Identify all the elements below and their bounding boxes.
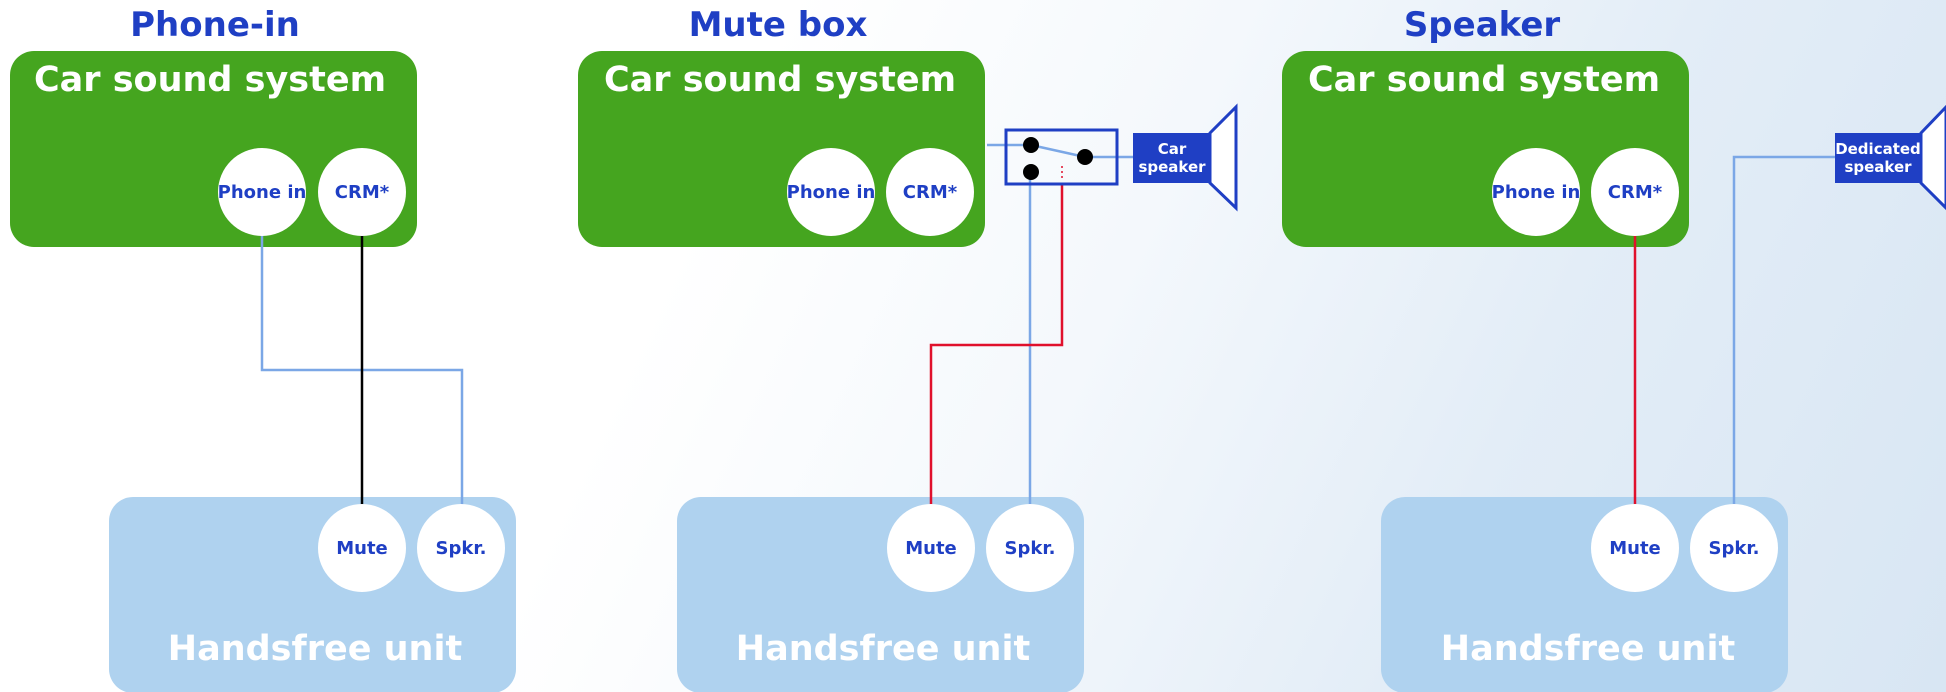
car-sound-system-box [10, 51, 417, 247]
car-sound-system-label: Car sound system [34, 60, 386, 100]
speaker-wire [1732, 155, 1835, 505]
speaker-label-line: Car [1158, 140, 1187, 158]
panel-title: Phone-in [130, 5, 300, 45]
car-sound-system-box [578, 51, 985, 247]
phone-in-port-label: Phone in [787, 182, 876, 203]
crm-port-label: CRM* [335, 182, 390, 203]
speaker-label-line: speaker [1138, 158, 1206, 176]
panel-phone-in: Phone-in Car sound system Handsfree unit… [10, 5, 516, 692]
phone-in-port-label: Phone in [1492, 182, 1581, 203]
mute-port-label: Mute [1609, 538, 1661, 559]
panel-speaker: Speaker Car sound system Handsfree unit … [1282, 5, 1946, 692]
speaker-label-line: speaker [1844, 158, 1912, 176]
speaker-icon: Dedicated speaker [1835, 104, 1946, 211]
speaker-icon: Car speaker [1133, 103, 1238, 212]
crm-port [886, 148, 974, 236]
crm-port-label: CRM* [1608, 182, 1663, 203]
spkr-port [986, 504, 1074, 592]
crm-port-label: CRM* [903, 182, 958, 203]
spkr-port [1690, 504, 1778, 592]
mute-port-label: Mute [905, 538, 957, 559]
panel-mute-box: Mute box Car sound system Handsfree unit… [578, 5, 1238, 692]
handsfree-unit-label: Handsfree unit [168, 629, 462, 669]
mute-port [318, 504, 406, 592]
handsfree-unit-label: Handsfree unit [736, 629, 1030, 669]
car-sound-system-label: Car sound system [1308, 60, 1660, 100]
spkr-port [417, 504, 505, 592]
car-sound-system-box [1282, 51, 1689, 247]
car-sound-system-label: Car sound system [604, 60, 956, 100]
handsfree-unit-box [1381, 497, 1788, 692]
speaker-label-line: Dedicated [1835, 140, 1921, 158]
crm-port [1591, 148, 1679, 236]
phone-in-port [1492, 148, 1580, 236]
crm-port [318, 148, 406, 236]
handsfree-unit-box [109, 497, 516, 692]
panel-title: Speaker [1404, 5, 1561, 45]
spkr-port-label: Spkr. [436, 538, 487, 559]
switch-icon [1004, 128, 1119, 186]
phone-in-port [787, 148, 875, 236]
mute-wire [929, 185, 1064, 505]
phone-in-port [218, 148, 306, 236]
mute-port [1591, 504, 1679, 592]
handsfree-unit-label: Handsfree unit [1441, 629, 1735, 669]
handsfree-unit-box [677, 497, 1084, 692]
mute-port-label: Mute [336, 538, 388, 559]
mute-port [887, 504, 975, 592]
spkr-port-label: Spkr. [1709, 538, 1760, 559]
phone-in-port-label: Phone in [218, 182, 307, 203]
spkr-port-label: Spkr. [1005, 538, 1056, 559]
panel-title: Mute box [689, 5, 868, 45]
